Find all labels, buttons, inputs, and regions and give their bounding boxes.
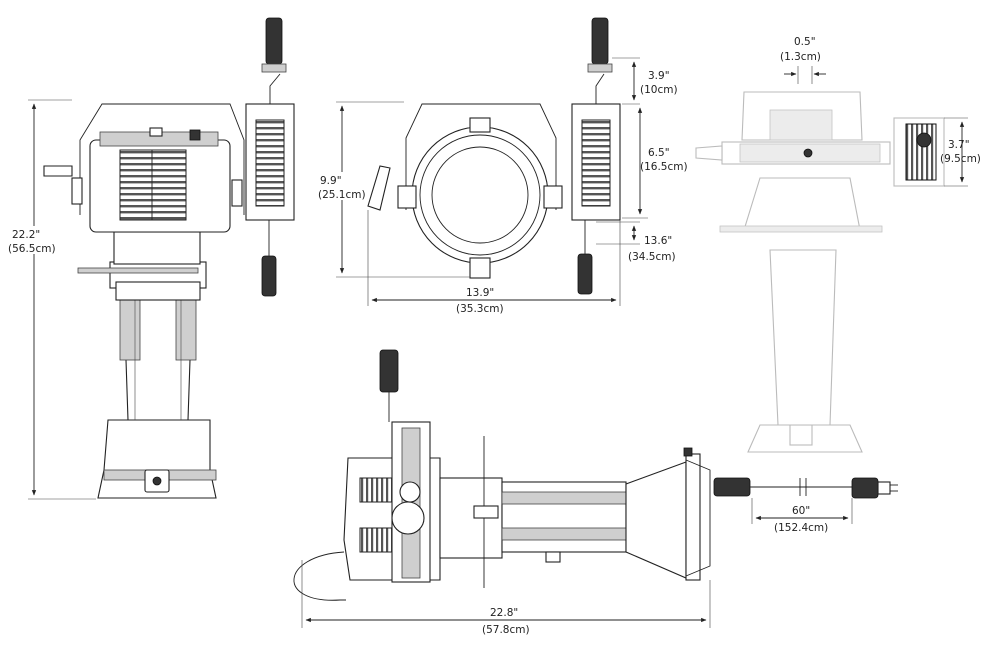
dim-yoke-width-inch: 13.9" [466,287,494,299]
dim-yoke-height: 9.9" (25.1cm) [316,101,470,278]
front-view [43,17,295,499]
dim-yoke-height-cm: (25.1cm) [318,189,366,201]
dim-top-offset: 0.5" (1.3cm) [780,36,826,84]
side-view [293,349,898,601]
dim-yoke-height-inch: 9.9" [320,175,342,187]
dim-yoke-width-cm: (35.3cm) [456,303,504,315]
dim-driver-depth-inch: 3.7" [948,139,970,151]
dim-top-offset-cm: (1.3cm) [780,51,821,63]
dim-front-height-cm: (56.5cm) [8,243,56,255]
dim-driver-depth: 3.7" (9.5cm) [940,117,981,187]
dim-top-offset-inch: 0.5" [794,36,816,48]
dim-front-height-inch: 22.2" [12,229,40,241]
dim-driver-depth-cm: (9.5cm) [940,153,981,165]
dim-connector-bottom-cm: (34.5cm) [628,251,676,263]
dim-connector-top-cm: (10cm) [640,84,678,96]
dim-side-length-inch: 22.8" [490,607,518,619]
dim-driver-height: 6.5" (16.5cm) [622,107,688,219]
dim-driver-height-inch: 6.5" [648,147,670,159]
dim-cable-length-cm: (152.4cm) [774,522,828,534]
dimensions: 22.2" (56.5cm) 9.9" (25.1cm) 13.9" (35.3… [6,36,981,636]
dim-side-length-cm: (57.8cm) [482,624,530,636]
dim-yoke-width: 13.9" (35.3cm) [367,210,621,315]
yoke-view [367,17,621,295]
dim-front-height: 22.2" (56.5cm) [6,99,96,500]
dim-connector-bottom-inch: 13.6" [644,235,672,247]
dim-cable-length-inch: 60" [792,505,810,517]
dim-driver-height-cm: (16.5cm) [640,161,688,173]
top-view [695,91,945,453]
dim-connector-top-inch: 3.9" [648,70,670,82]
dim-cable-length: 60" (152.4cm) [751,498,853,534]
dim-connector-bottom: 13.6" (34.5cm) [596,221,676,263]
dim-side-length: 22.8" (57.8cm) [301,560,711,636]
dim-connector-top: 3.9" (10cm) [612,57,678,105]
